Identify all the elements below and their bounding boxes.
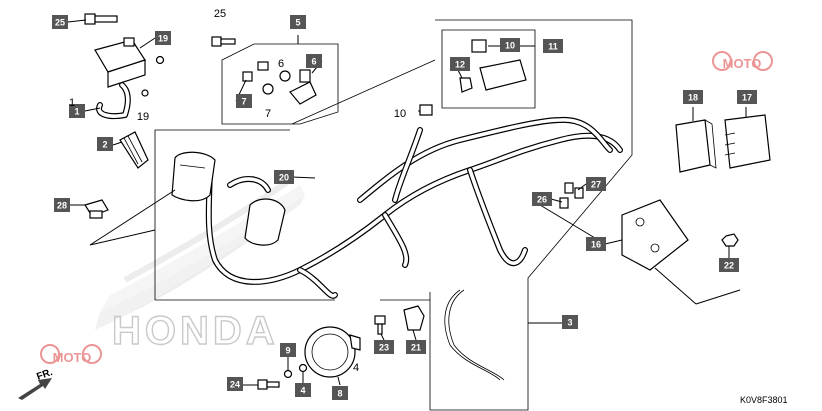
honda-watermark-text: HONDA — [112, 309, 279, 353]
callout-5: 5 — [290, 15, 306, 29]
svg-text:19: 19 — [158, 34, 168, 44]
nut-22 — [721, 233, 739, 247]
callout-22: 22 — [719, 258, 739, 272]
callout-11: 11 — [543, 39, 563, 53]
svg-text:4: 4 — [300, 386, 305, 396]
group-box-11 — [441, 29, 536, 109]
svg-text:2: 2 — [102, 140, 107, 150]
label-4-plain: 4 — [353, 362, 359, 374]
moto-watermark-right: MOTO — [712, 51, 773, 71]
bolt-24 — [257, 379, 280, 390]
callout-10: 10 — [500, 38, 520, 52]
svg-text:16: 16 — [591, 240, 601, 250]
svg-text:23: 23 — [379, 343, 389, 353]
part-28-clip — [84, 199, 109, 219]
direction-label: FR. — [35, 367, 54, 383]
label-10-plain: 10 — [394, 108, 406, 120]
horn-8 — [304, 326, 361, 378]
label-6-plain: 6 — [278, 58, 284, 70]
svg-text:21: 21 — [411, 343, 421, 353]
moto-watermark-left-text: MOTO — [53, 350, 92, 365]
group-box-5 — [221, 43, 339, 125]
callout-7: 6 — [306, 54, 322, 68]
svg-text:1: 1 — [74, 107, 79, 117]
callout-25-a: 25 — [52, 15, 68, 29]
regulator-16 — [621, 199, 689, 271]
moto-watermark-left: MOTO — [40, 344, 102, 365]
svg-text:12: 12 — [455, 60, 465, 70]
svg-text:17: 17 — [742, 93, 752, 103]
callout-24: 24 — [227, 377, 243, 391]
callout-4: 4 — [295, 383, 311, 397]
callout-2: 2 — [97, 137, 113, 151]
group-box-link — [291, 59, 436, 125]
svg-text:5: 5 — [295, 18, 300, 28]
coupler-cover-left — [171, 151, 216, 202]
washer-9-4 — [283, 363, 308, 379]
callout-16: 16 — [586, 237, 606, 251]
group-box-3 — [429, 19, 633, 411]
callout-8: 8 — [332, 386, 348, 400]
svg-text:7: 7 — [241, 97, 246, 107]
callout-21: 21 — [406, 340, 426, 354]
svg-text:11: 11 — [548, 42, 558, 52]
callout-12: 12 — [450, 57, 470, 71]
group-box-main-left — [154, 129, 290, 300]
svg-text:3: 3 — [567, 318, 572, 328]
callout-20: 20 — [274, 170, 294, 184]
relay-10 — [419, 39, 487, 116]
module-17 — [724, 114, 771, 169]
callout-18: 18 — [683, 90, 703, 104]
fuses-26-27 — [559, 182, 584, 209]
coupler-cover-mid — [244, 198, 286, 246]
svg-text:8: 8 — [337, 389, 342, 399]
svg-text:9: 9 — [285, 346, 290, 356]
svg-text:20: 20 — [279, 173, 289, 183]
svg-text:18: 18 — [688, 93, 698, 103]
callout-6: 7 — [236, 94, 252, 108]
nut-21 — [403, 305, 425, 331]
callout-1: 1 — [69, 104, 85, 118]
label-19-plain: 19 — [137, 111, 149, 123]
fuse-box-11 — [459, 59, 527, 93]
svg-text:28: 28 — [57, 201, 67, 211]
svg-text:24: 24 — [230, 380, 240, 390]
svg-text:22: 22 — [724, 261, 734, 271]
svg-text:26: 26 — [537, 195, 547, 205]
callout-23: 23 — [374, 340, 394, 354]
ecu-18 — [675, 119, 717, 173]
bolt-25-top — [84, 13, 118, 25]
label-1-plain: 1 — [69, 97, 75, 109]
label-25-plain: 25 — [214, 8, 226, 20]
leader-lines — [67, 19, 747, 386]
callout-26: 26 — [532, 192, 552, 206]
main-harness — [205, 116, 623, 381]
callout-19: 19 — [155, 31, 171, 45]
svg-text:10: 10 — [505, 41, 515, 51]
nut-19 — [141, 55, 165, 97]
svg-text:25: 25 — [55, 18, 65, 28]
group5-parts — [242, 61, 317, 105]
bolt-23 — [374, 315, 386, 335]
callout-28: 28 — [54, 198, 70, 212]
svg-text:6: 6 — [311, 57, 316, 67]
moto-watermark-right-text: MOTO — [723, 56, 762, 71]
drawing-code: K0V8F3801 — [740, 395, 788, 405]
part-2-boot — [119, 131, 149, 169]
svg-text:27: 27 — [591, 180, 601, 190]
callout-3: 3 — [562, 315, 578, 329]
direction-arrow — [18, 378, 52, 400]
bolt-25-group5 — [211, 36, 236, 47]
part-1-relay-cable — [94, 37, 146, 120]
label-7-plain: 7 — [265, 108, 271, 120]
callout-27: 27 — [586, 177, 606, 191]
callout-9: 9 — [280, 343, 296, 357]
callout-17: 17 — [737, 90, 757, 104]
